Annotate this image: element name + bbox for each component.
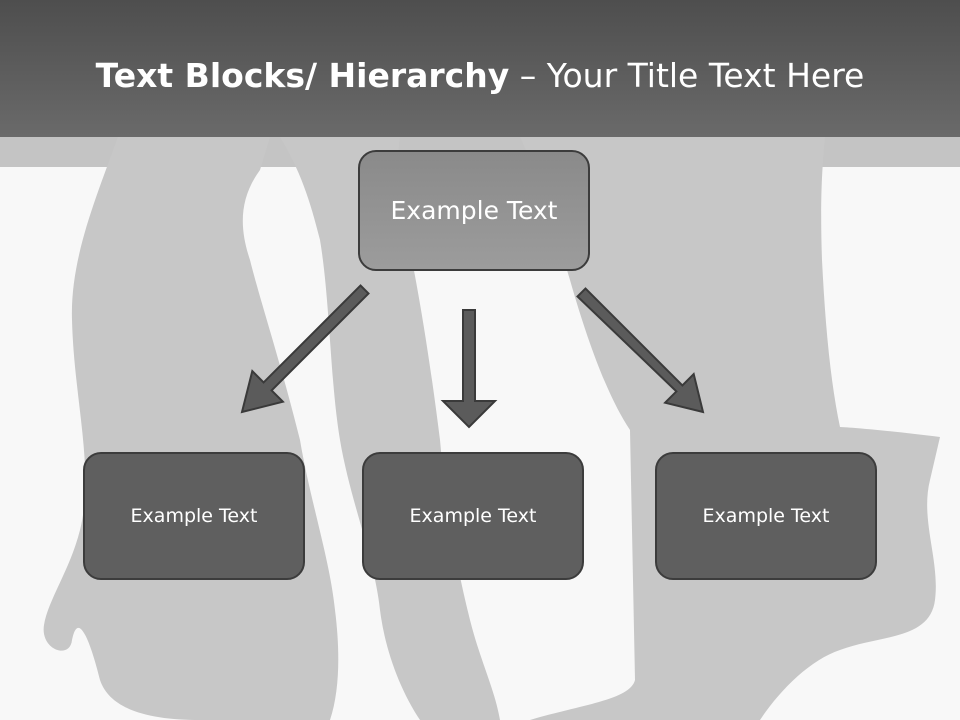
top-node-text: Example Text: [390, 196, 558, 225]
child-node-text: Example Text: [130, 505, 258, 527]
arrow-right: [576, 287, 705, 414]
title-rest-part: Your Title Text Here: [546, 56, 865, 95]
arrow-center: [440, 309, 498, 429]
slide-title: Text Blocks/ Hierarchy – Your Title Text…: [0, 50, 960, 102]
top-node: Example Text: [358, 150, 590, 271]
arrow-left: [240, 284, 370, 414]
title-bar: [0, 0, 960, 137]
title-bold-part: Text Blocks/ Hierarchy: [95, 56, 510, 95]
child-node-text: Example Text: [702, 505, 830, 527]
child-node-left: Example Text: [83, 452, 305, 580]
title-dash: –: [509, 56, 547, 95]
child-node-text: Example Text: [409, 505, 537, 527]
child-node-right: Example Text: [655, 452, 877, 580]
child-node-center: Example Text: [362, 452, 584, 580]
